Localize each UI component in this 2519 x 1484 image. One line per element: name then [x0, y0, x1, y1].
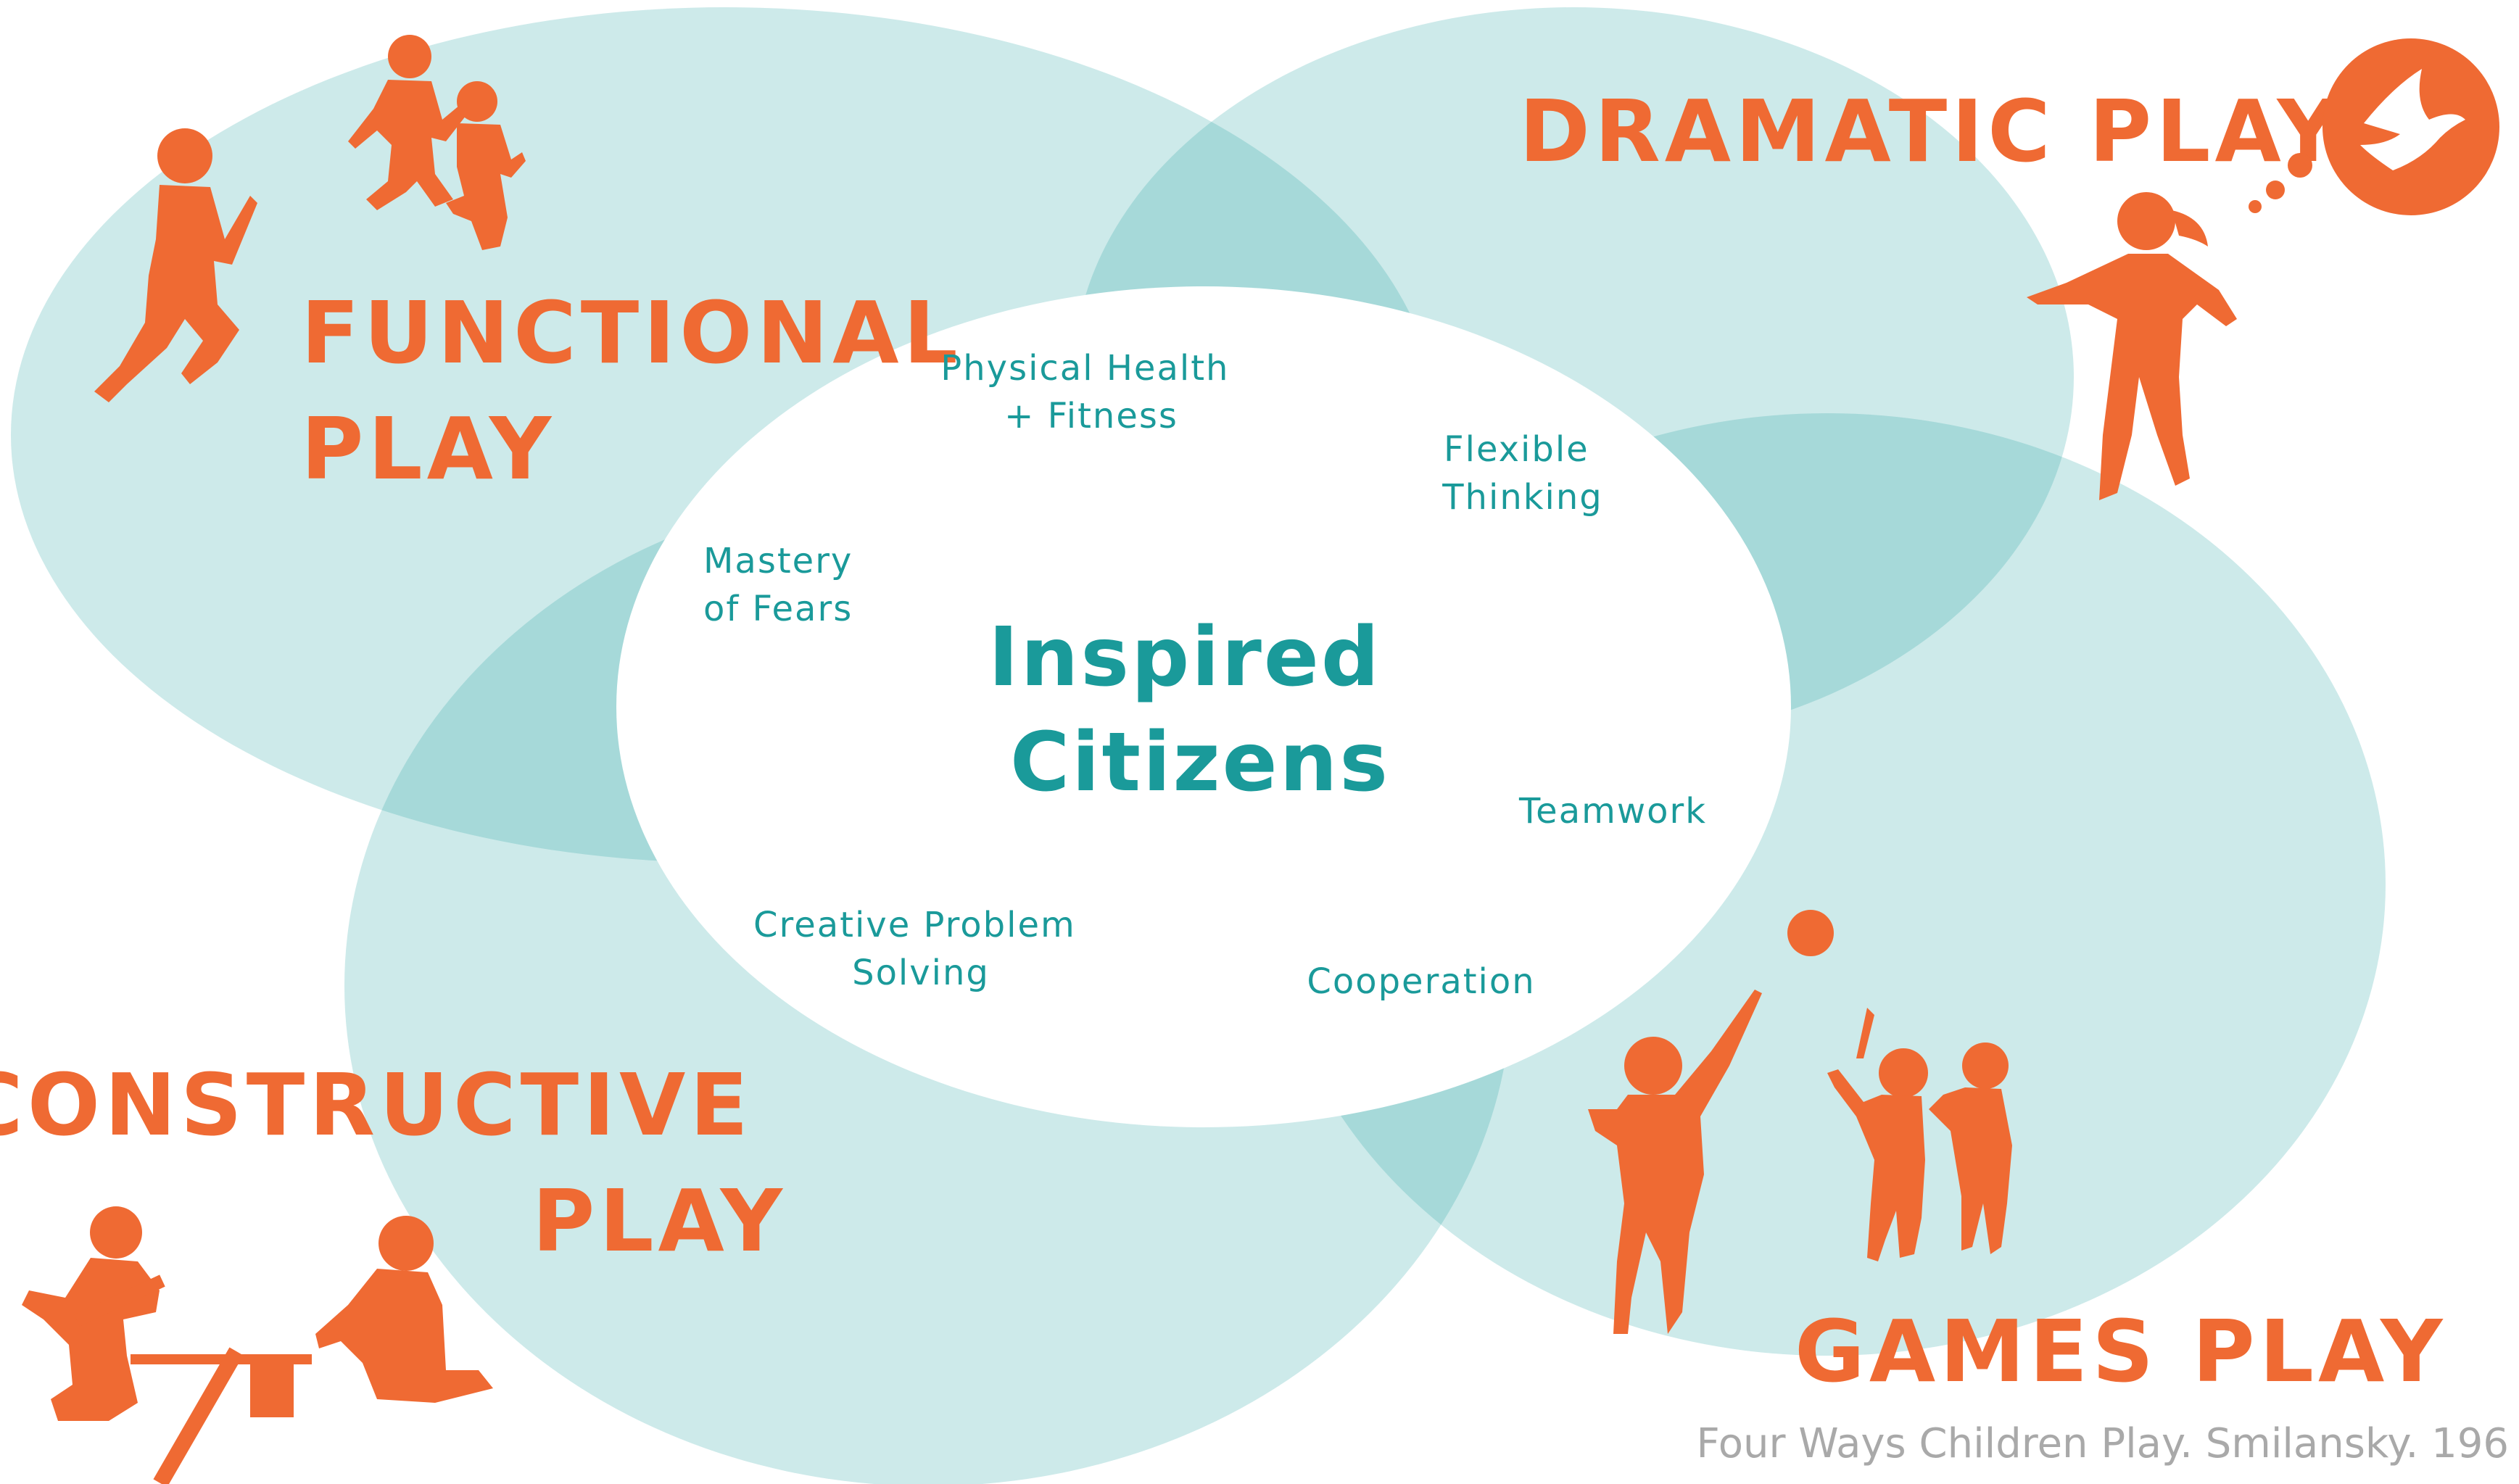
thought-dot-small — [2266, 181, 2285, 199]
functional-play-label-line1: FUNCTIONAL — [301, 283, 962, 383]
children-building-icon — [22, 1206, 493, 1484]
benefit-flexible-thinking-line1: Flexible — [1444, 429, 1589, 470]
benefit-mastery-of-fears: Mastery of Fears — [703, 541, 866, 629]
center-ellipse — [616, 286, 1791, 1127]
games-children-silhouettes — [1588, 990, 2012, 1334]
running-children-icon — [94, 35, 526, 402]
center-title-line2: Citizens — [1010, 716, 1390, 810]
center-title-line1: Inspired — [988, 610, 1381, 705]
benefit-creative-problem-solving: Creative Problem Solving — [753, 905, 1088, 993]
dramatic-play-label: DRAMATIC PLAY — [1519, 81, 2344, 181]
benefit-physical-health-line1: Physical Health — [940, 348, 1229, 389]
thought-dot-large — [2288, 153, 2312, 178]
eagle-icon — [2360, 69, 2465, 170]
thought-dot-tiny — [2249, 200, 2262, 213]
benefit-creative-problem-solving-line2: Solving — [852, 953, 990, 993]
functional-play-label-line2: PLAY — [301, 399, 555, 499]
benefit-physical-health-line2: + Fitness — [1004, 396, 1178, 436]
children-playing-ball-icon — [1588, 910, 2012, 1334]
benefit-mastery-of-fears-line1: Mastery — [703, 541, 853, 581]
girl-imagining-eagle-icon — [2027, 38, 2499, 500]
benefit-cooperation: Cooperation — [1307, 961, 1535, 1002]
benefit-mastery-of-fears-line2: of Fears — [703, 589, 853, 629]
constructive-play-label: CONSTRUCTIVE PLAY — [0, 1055, 787, 1271]
functional-play-label: FUNCTIONAL PLAY — [301, 283, 996, 499]
ball-icon — [1787, 910, 1834, 956]
games-play-label: GAMES PLAY — [1795, 1301, 2446, 1401]
constructive-play-label-line1: CONSTRUCTIVE — [0, 1055, 753, 1155]
constructive-play-label-line2: PLAY — [532, 1171, 787, 1271]
center-title: Inspired Citizens — [988, 610, 1412, 810]
benefit-flexible-thinking-line2: Thinking — [1442, 477, 1603, 518]
benefit-creative-problem-solving-line1: Creative Problem — [753, 905, 1076, 945]
benefit-physical-health: Physical Health + Fitness — [940, 348, 1241, 436]
girl-silhouette — [2027, 192, 2237, 500]
benefit-teamwork: Teamwork — [1518, 791, 1707, 832]
source-caption: Four Ways Children Play. Smilansky. 196 — [1697, 1420, 2510, 1467]
benefit-flexible-thinking: Flexible Thinking — [1442, 429, 1603, 518]
